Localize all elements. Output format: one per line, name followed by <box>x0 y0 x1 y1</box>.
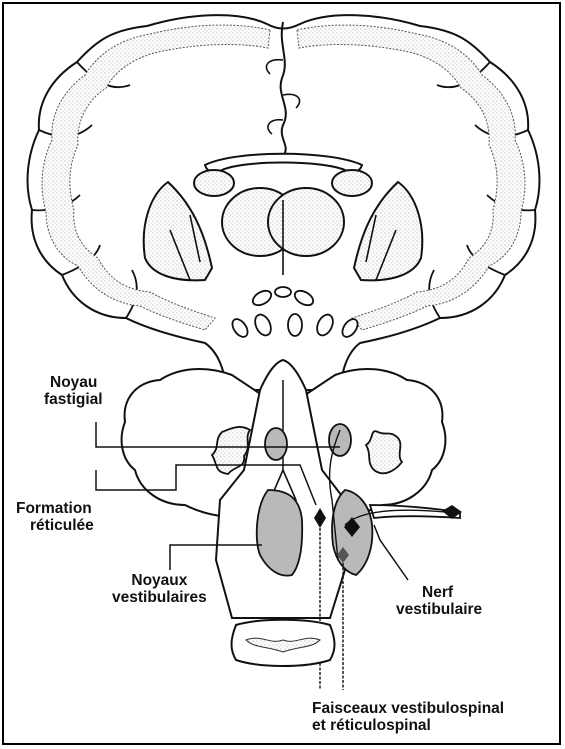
label-noyaux-vestibulaires-line2: vestibulaires <box>112 589 207 606</box>
label-faisceaux-line2: et réticulospinal <box>312 717 504 734</box>
label-noyaux-vestibulaires: Noyaux vestibulaires <box>112 572 207 606</box>
mid-nucleus <box>275 287 291 297</box>
label-noyau-fastigial-line2: fastigial <box>30 391 103 408</box>
label-formation-reticulee: Formation réticulée <box>16 500 94 534</box>
label-noyaux-vestibulaires-line1: Noyaux <box>112 572 207 589</box>
label-noyau-fastigial: Noyau fastigial <box>30 374 103 408</box>
label-formation-reticulee-line1: Formation <box>16 500 94 517</box>
label-nerf-vestibulaire-line2: vestibulaire <box>396 601 482 618</box>
label-nerf-vestibulaire: Nerf vestibulaire <box>396 584 482 618</box>
label-noyau-fastigial-line1: Noyau <box>30 374 103 391</box>
right-thalamus <box>268 188 344 256</box>
right-dentate <box>366 431 402 473</box>
right-caudate <box>332 170 372 196</box>
leader-nerf-vestibulaire <box>374 525 408 580</box>
label-formation-reticulee-line2: réticulée <box>16 517 94 534</box>
label-faisceaux-line1: Faisceaux vestibulospinal <box>312 700 504 717</box>
left-fastigial-nucleus <box>265 428 287 460</box>
label-faisceaux: Faisceaux vestibulospinal et réticulospi… <box>312 700 504 734</box>
label-nerf-vestibulaire-line1: Nerf <box>396 584 482 601</box>
left-caudate <box>194 170 234 196</box>
left-substantia <box>288 314 302 336</box>
